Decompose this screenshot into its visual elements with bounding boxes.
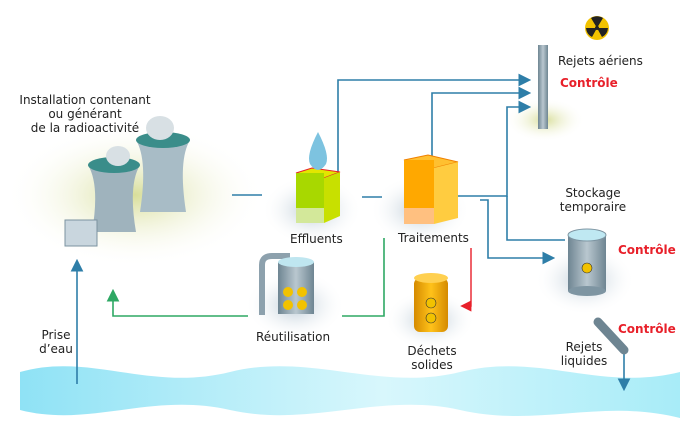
label-stockage-line1: Stockage xyxy=(565,186,621,200)
label-traitements: Traitements xyxy=(398,231,469,245)
label-effluents: Effluents xyxy=(290,232,343,246)
label-controle-aeriens: Contrôle xyxy=(560,76,618,90)
label-controle-liquides: Contrôle xyxy=(618,322,676,336)
installation-ground xyxy=(5,123,265,267)
flow-line-red xyxy=(460,248,472,312)
water-body xyxy=(20,366,680,418)
chimney-icon xyxy=(538,45,548,129)
label-controle-stockage: Contrôle xyxy=(618,243,676,257)
label-installation-line3: de la radioactivité xyxy=(30,121,140,135)
label-dechets-line1: Déchets xyxy=(407,344,457,358)
label-prise-eau: Prise d’eau xyxy=(38,328,74,356)
label-dechets-line2: solides xyxy=(411,358,453,372)
label-stockage-line2: temporaire xyxy=(559,200,627,214)
label-prise-line1: Prise xyxy=(41,328,71,342)
flow-lines-blue xyxy=(70,73,631,392)
label-installation-line1: Installation contenant xyxy=(19,93,151,107)
label-installation-line2: ou générant xyxy=(48,107,122,121)
label-dechets: Déchets solides xyxy=(404,344,460,372)
effluent-box-icon xyxy=(295,167,341,223)
label-stockage: Stockage temporaire xyxy=(558,186,628,214)
label-rejets-liquides-line1: Rejets xyxy=(565,340,603,354)
label-rejets-liquides-line2: liquides xyxy=(560,354,608,368)
label-reutilisation: Réutilisation xyxy=(256,330,331,344)
flow-lines-green xyxy=(106,238,385,317)
radiation-icon xyxy=(585,16,609,40)
tank-icon xyxy=(259,253,314,315)
cooling-tower-icon xyxy=(64,116,190,247)
label-rejets-liquides: Rejets liquides xyxy=(556,340,612,368)
barrel-icon xyxy=(414,273,448,332)
label-prise-line2: d’eau xyxy=(39,342,73,356)
water-drop-icon xyxy=(309,132,327,170)
storage-cylinder-icon xyxy=(567,228,607,296)
pipe-icon xyxy=(593,317,629,355)
treatment-box-icon xyxy=(403,154,459,224)
label-rejets-aeriens: Rejets aériens xyxy=(558,54,643,68)
label-installation: Installation contenant ou générant de la… xyxy=(5,93,165,135)
